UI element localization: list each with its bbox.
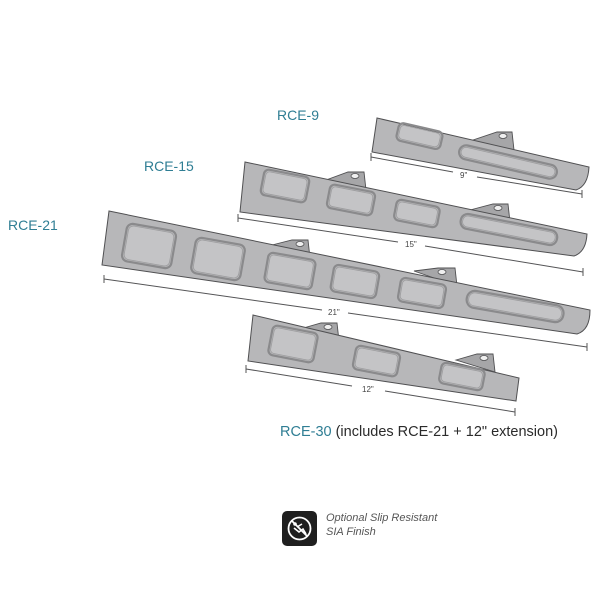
- part-rce-30-extension: [247, 314, 520, 402]
- part-rce-21: [101, 210, 591, 335]
- rce-30-note: (includes RCE-21 + 12" extension): [331, 424, 558, 440]
- dimension-label: 15": [405, 240, 417, 249]
- dimension-9in: 9": [370, 153, 583, 198]
- dimension-15in: 15": [237, 214, 584, 276]
- label-rce-9: RCE-9: [277, 107, 320, 123]
- label-rce-21: RCE-21: [8, 217, 58, 233]
- label-rce-15: RCE-15: [144, 158, 194, 174]
- dimension-21in: 21": [103, 275, 588, 351]
- no-slip-icon: [282, 511, 317, 546]
- label-rce-30: RCE-30: [280, 424, 332, 440]
- part-rce-15: [239, 161, 588, 257]
- dimension-12in: 12": [245, 365, 516, 416]
- badge-line-2: SIA Finish: [326, 526, 376, 538]
- dimension-label: 21": [328, 308, 340, 317]
- rce-30-caption: RCE-30 (includes RCE-21 + 12" extension): [280, 424, 558, 440]
- part-rce-9: [371, 117, 590, 191]
- dimension-label: 9": [460, 171, 467, 180]
- badge-text: Optional Slip Resistant SIA Finish: [326, 511, 437, 539]
- badge-line-1: Optional Slip Resistant: [326, 512, 438, 524]
- dimension-label: 12": [362, 385, 374, 394]
- mounting-bracket: [454, 353, 496, 373]
